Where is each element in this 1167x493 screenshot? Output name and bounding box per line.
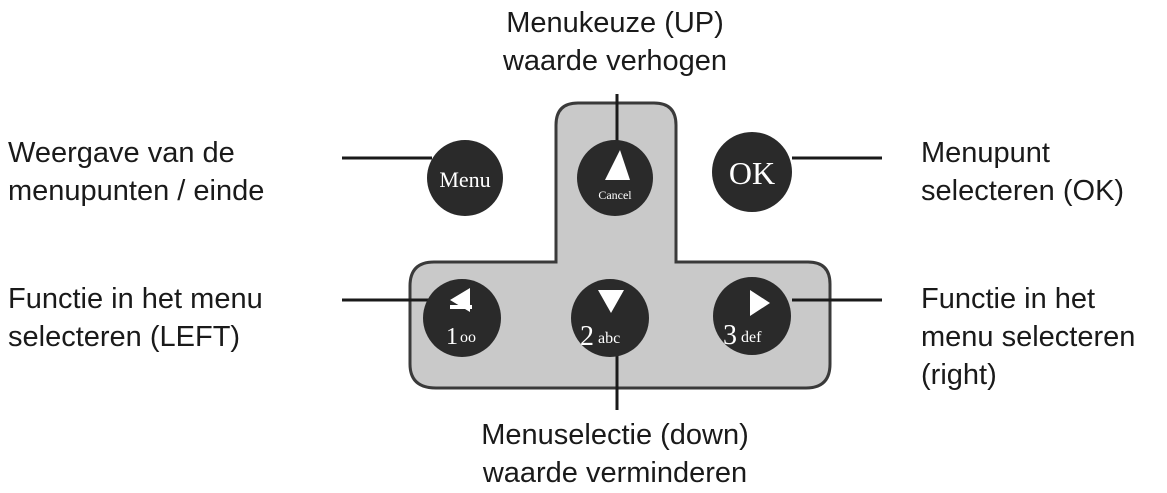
up-arrow-icon xyxy=(605,150,630,180)
label-right-line-1: Functie in het xyxy=(921,283,1096,315)
label-right-line-2: menu selecteren xyxy=(921,321,1136,353)
key-1-letters: oo xyxy=(460,329,476,346)
label-left: Functie in het menu selecteren (LEFT) xyxy=(8,280,263,356)
label-ok: Menupunt selecteren (OK) xyxy=(921,134,1124,210)
label-ok-line-2: selecteren (OK) xyxy=(921,175,1125,207)
label-up-line-2: waarde verhogen xyxy=(502,45,728,77)
label-down-line-2: waarde verminderen xyxy=(482,457,748,489)
down-2-key[interactable]: 2 abc xyxy=(571,279,649,357)
label-left-line-1: Functie in het menu xyxy=(8,283,263,315)
menu-key[interactable]: Menu xyxy=(427,140,503,216)
label-left-line-2: selecteren (LEFT) xyxy=(8,321,241,353)
label-menu-line-2: menupunten / einde xyxy=(8,175,265,207)
right-arrow-icon xyxy=(750,290,770,316)
cancel-key-label: Cancel xyxy=(598,188,632,202)
label-ok-line-1: Menupunt xyxy=(921,137,1050,169)
label-up: Menukeuze (UP) waarde verhogen xyxy=(460,4,770,80)
menu-key-label: Menu xyxy=(439,167,490,192)
key-2-digit: 2 xyxy=(580,321,594,352)
label-right-line-3: (right) xyxy=(921,359,997,391)
key-1-digit: 1 xyxy=(446,324,458,350)
right-3-key[interactable]: 3 def xyxy=(713,277,791,355)
up-cancel-key[interactable]: Cancel xyxy=(577,140,653,216)
label-down-line-1: Menuselectie (down) xyxy=(481,419,749,451)
key-3-digit: 3 xyxy=(723,320,737,351)
label-menu-line-1: Weergave van de xyxy=(8,137,235,169)
down-arrow-icon xyxy=(598,290,624,313)
label-down: Menuselectie (down) waarde verminderen xyxy=(445,416,785,492)
key-3-letters: def xyxy=(741,329,762,346)
ok-key[interactable]: OK xyxy=(712,132,792,212)
ok-key-label: OK xyxy=(729,155,775,191)
left-1-key[interactable]: 1 oo xyxy=(423,279,501,357)
label-menu: Weergave van de menupunten / einde xyxy=(8,134,264,210)
label-right: Functie in het menu selecteren (right) xyxy=(921,280,1135,394)
key-2-letters: abc xyxy=(598,330,620,347)
label-up-line-1: Menukeuze (UP) xyxy=(506,7,724,39)
